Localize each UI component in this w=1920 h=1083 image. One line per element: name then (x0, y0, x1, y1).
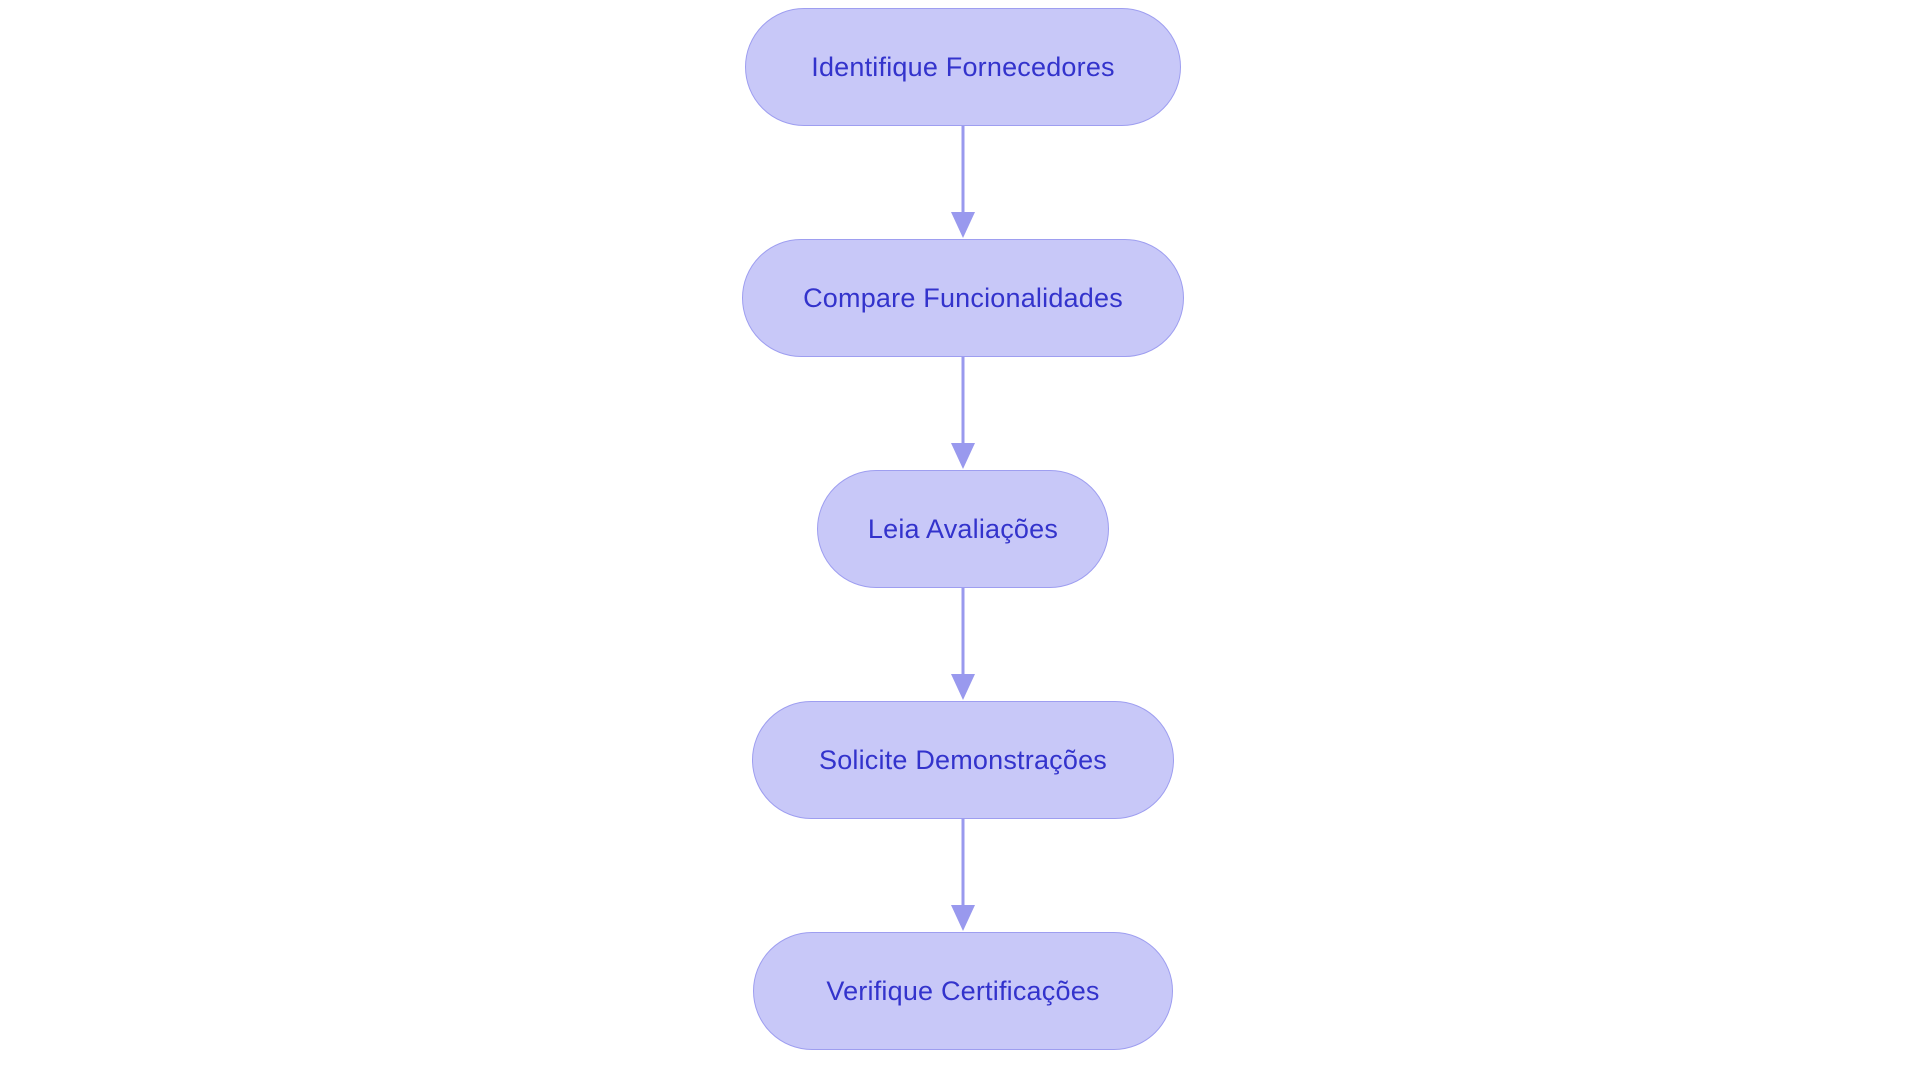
flow-node-identifique-fornecedores[interactable]: Identifique Fornecedores (745, 8, 1181, 126)
flow-node-label: Identifique Fornecedores (811, 51, 1115, 82)
flow-edge-n1-n2 (943, 126, 983, 239)
down-arrow-icon (951, 588, 975, 700)
down-arrow-icon (951, 819, 975, 931)
flow-edge-n3-n4 (943, 588, 983, 701)
flow-edge-n4-n5 (943, 819, 983, 932)
flow-node-label: Verifique Certificações (826, 975, 1100, 1006)
flow-node-verifique-certificacoes[interactable]: Verifique Certificações (753, 932, 1173, 1050)
flow-node-label: Leia Avaliações (867, 513, 1059, 544)
flow-node-compare-funcionalidades[interactable]: Compare Funcionalidades (742, 239, 1184, 357)
flow-node-label: Solicite Demonstrações (818, 744, 1108, 775)
flow-node-label: Compare Funcionalidades (803, 282, 1123, 313)
flow-edge-n2-n3 (943, 357, 983, 470)
flow-node-leia-avaliacoes[interactable]: Leia Avaliações (817, 470, 1109, 588)
flow-node-solicite-demonstracoes[interactable]: Solicite Demonstrações (752, 701, 1174, 819)
down-arrow-icon (951, 126, 975, 238)
down-arrow-icon (951, 357, 975, 469)
